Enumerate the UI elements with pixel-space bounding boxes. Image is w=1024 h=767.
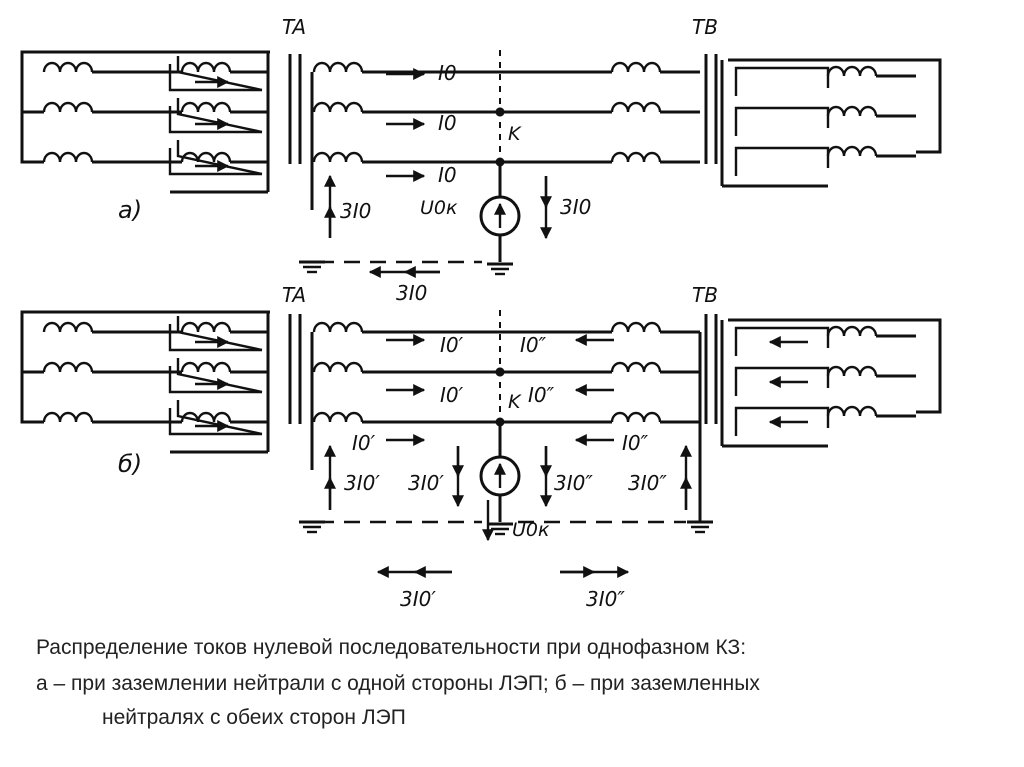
fault-junction xyxy=(495,367,505,377)
right-generator-coil xyxy=(826,325,878,337)
right-delta-loop xyxy=(734,106,830,136)
transformer-b-label-b: TB xyxy=(692,283,718,307)
neutral-current-b-right-source: 3I0″ xyxy=(554,471,593,495)
left-transformer-primary-coil xyxy=(180,151,232,163)
line-phase-right-coil xyxy=(610,101,662,113)
left-phase-current-b1: I0′ xyxy=(440,333,464,357)
right-generator-coil xyxy=(826,65,878,77)
left-generator-coil xyxy=(42,151,94,163)
line-phase-right-coil xyxy=(610,361,662,373)
right-delta-loop xyxy=(734,366,830,396)
transformer-b-label-a: TB xyxy=(692,15,718,39)
delta-loop xyxy=(168,324,262,352)
line-phase-left-coil xyxy=(312,321,364,333)
ground-current-label-b-left: 3I0′ xyxy=(400,587,436,611)
left-transformer-primary-coil xyxy=(180,321,232,333)
delta-loop-inner xyxy=(176,358,263,394)
delta-loop xyxy=(168,408,262,436)
left-phase-current-b2: I0′ xyxy=(440,383,464,407)
delta-loop-inner xyxy=(176,98,263,134)
right-generator-coil xyxy=(826,145,878,157)
ground-current-label-b-right: 3I0″ xyxy=(586,587,625,611)
neutral-current-label-a-right: 3I0 xyxy=(560,195,591,219)
phase-current-label-a3: I0 xyxy=(438,163,457,187)
caption-title: Распределение токов нулевой последовател… xyxy=(36,636,747,659)
fault-point-label-a: K xyxy=(508,123,522,145)
delta-loop xyxy=(168,148,262,176)
phase-current-label-a2: I0 xyxy=(438,111,457,135)
line-phase-right-coil xyxy=(610,411,662,423)
ground-current-label-a: 3I0 xyxy=(396,281,427,305)
source-voltage-label-a: U0к xyxy=(420,197,458,219)
circuit-diagram: а) TA TB I0 I0 I0 K 3I0 3I0 U0к 3I0 б) T… xyxy=(20,15,942,611)
line-phase-right-coil xyxy=(610,61,662,73)
left-line-current-b3: I0′ xyxy=(352,431,376,455)
delta-loop-inner xyxy=(176,400,263,436)
neutral-current-b-right-transformer: 3I0″ xyxy=(628,471,667,495)
line-phase-left-coil xyxy=(312,61,364,73)
left-generator-coil xyxy=(42,411,94,423)
right-delta-loop xyxy=(734,146,830,176)
neutral-current-label-a-left: 3I0 xyxy=(340,199,371,223)
neutral-current-b-left-transformer: 3I0′ xyxy=(344,471,380,495)
right-generator-coil xyxy=(826,105,878,117)
caption-line-2: а – при заземлении нейтрали с одной стор… xyxy=(36,672,760,695)
right-bank-frame xyxy=(728,58,942,154)
left-generator-coil xyxy=(42,101,94,113)
line-phase-left-coil xyxy=(312,151,364,163)
phase-current-label-a1: I0 xyxy=(438,61,457,85)
left-transformer-primary-coil xyxy=(180,61,232,73)
line-phase-left-coil xyxy=(312,361,364,373)
left-transformer-primary-coil xyxy=(180,361,232,373)
delta-loop-inner xyxy=(176,56,263,92)
delta-loop-inner xyxy=(176,140,263,176)
panel-b-label: б) xyxy=(118,450,142,478)
circuit-wiring xyxy=(20,50,942,578)
delta-loop xyxy=(168,64,262,92)
right-delta-loop xyxy=(734,66,830,96)
right-phase-current-b1: I0″ xyxy=(520,333,547,357)
source-voltage-label-b: U0к xyxy=(512,519,550,541)
right-line-current-b3: I0″ xyxy=(622,431,649,455)
delta-loop-inner xyxy=(176,316,263,352)
neutral-current-b-left-source: 3I0′ xyxy=(408,471,444,495)
line-phase-right-coil xyxy=(610,151,662,163)
transformer-a-label-b: TA xyxy=(282,283,306,307)
fault-junction xyxy=(495,107,505,117)
right-delta-loop xyxy=(734,326,830,356)
line-phase-left-coil xyxy=(312,411,364,423)
line-phase-right-coil xyxy=(610,321,662,333)
left-bank-frame xyxy=(20,50,270,164)
right-bank-frame xyxy=(728,318,942,414)
left-generator-coil xyxy=(42,361,94,373)
panel-a-label: а) xyxy=(118,196,142,224)
transformer-a-label-a: TA xyxy=(282,15,306,39)
right-generator-coil xyxy=(826,365,878,377)
left-transformer-primary-coil xyxy=(180,411,232,423)
circuit-labels: а) TA TB I0 I0 I0 K 3I0 3I0 U0к 3I0 б) T… xyxy=(118,15,718,611)
caption-line-3: нейтралях с обеих сторон ЛЭП xyxy=(102,706,406,729)
line-phase-left-coil xyxy=(312,101,364,113)
left-bank-frame xyxy=(20,310,270,424)
left-generator-coil xyxy=(42,321,94,333)
left-generator-coil xyxy=(42,61,94,73)
right-phase-current-b2: I0″ xyxy=(528,383,555,407)
right-generator-coil xyxy=(826,405,878,417)
right-delta-loop xyxy=(734,406,830,436)
delta-loop xyxy=(168,366,262,394)
fault-point-label-b: K xyxy=(508,391,522,413)
delta-loop xyxy=(168,106,262,134)
left-transformer-primary-coil xyxy=(180,101,232,113)
